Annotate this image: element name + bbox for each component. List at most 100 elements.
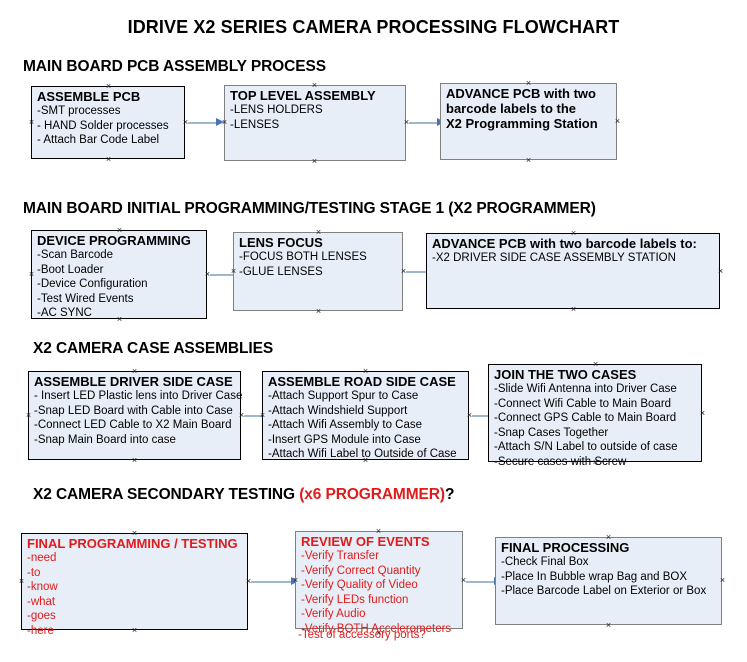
connection-handle[interactable]: [116, 316, 123, 323]
arrow-shaft: [244, 414, 264, 417]
page-title: IDRIVE X2 SERIES CAMERA PROCESSING FLOWC…: [127, 17, 620, 37]
box-line: -Attach Windshield Support: [268, 404, 408, 417]
box-line: -LENSES: [230, 118, 280, 131]
box-line: -to: [27, 566, 41, 579]
section-heading-2-text: MAIN BOARD INITIAL PROGRAMMING/TESTING S…: [23, 200, 596, 217]
connection-handle[interactable]: [605, 622, 612, 629]
box-lens-focus[interactable]: LENS FOCUS -FOCUS BOTH LENSES -GLUE LENS…: [233, 232, 403, 311]
box-line: -LENS HOLDERS: [230, 104, 323, 116]
connection-handle[interactable]: [131, 368, 138, 375]
arrow-shaft: [406, 270, 430, 273]
arrow-pcb-to-top-level: [188, 118, 224, 127]
box-final-processing[interactable]: FINAL PROCESSING -Check Final Box -Place…: [495, 537, 722, 625]
connection-handle[interactable]: [25, 412, 32, 419]
section-heading-3-text: X2 CAMERA CASE ASSEMBLIES: [33, 340, 274, 357]
connection-handle[interactable]: [28, 271, 35, 278]
box-line: - Insert LED Plastic lens into Driver Ca…: [34, 390, 243, 402]
section-heading-4-suffix-black: ?: [444, 486, 455, 503]
box-line: -Connect LED Cable to X2 Main Board: [34, 419, 232, 431]
section-heading-3: X2 CAMERA CASE ASSEMBLIES: [33, 340, 273, 358]
connection-handle[interactable]: [315, 308, 322, 315]
connection-handle[interactable]: [362, 368, 369, 375]
box-title: TOP LEVEL ASSEMBLY: [230, 88, 376, 103]
connection-handle[interactable]: [570, 230, 577, 237]
box-line: -Snap Main Board into case: [34, 433, 176, 446]
arrow-shaft: [409, 121, 437, 124]
connection-handle[interactable]: [131, 530, 138, 537]
connection-handle[interactable]: [131, 457, 138, 464]
connection-handle[interactable]: [525, 157, 532, 164]
box-line: -need: [27, 552, 57, 564]
box-title: FINAL PROGRAMMING / TESTING: [27, 536, 238, 551]
connection-handle[interactable]: [116, 227, 123, 234]
connection-handle[interactable]: [105, 83, 112, 90]
box-line: - HAND Solder processes: [37, 119, 169, 132]
connection-handle[interactable]: [131, 627, 138, 634]
section-heading-4-suffix-red: (x6 PROGRAMMER): [299, 486, 445, 503]
box-line: -Place In Bubble wrap Bag and BOX: [501, 570, 688, 583]
connection-handle[interactable]: [230, 268, 237, 275]
box-line: -know: [27, 581, 58, 593]
section-heading-2: MAIN BOARD INITIAL PROGRAMMING/TESTING S…: [23, 200, 596, 218]
box-line: -Attach Wifi Label to Outside of Case: [268, 448, 457, 460]
connection-handle[interactable]: [375, 528, 382, 535]
connection-handle[interactable]: [221, 119, 228, 126]
arrow-shaft: [466, 580, 494, 583]
box-advance-pcb-case-assembly-station[interactable]: ADVANCE PCB with two barcode labels to: …: [426, 233, 720, 309]
box-title: DEVICE PROGRAMMING: [37, 233, 191, 248]
connection-handle[interactable]: [375, 630, 382, 637]
connection-handle[interactable]: [315, 229, 322, 236]
connection-handle[interactable]: [311, 158, 318, 165]
box-title: ASSEMBLE PCB: [37, 89, 141, 104]
box-title: JOIN THE TWO CASES: [494, 367, 637, 382]
box-final-programming-testing[interactable]: FINAL PROGRAMMING / TESTING -need -to -k…: [21, 533, 248, 637]
arrow-shaft: [210, 273, 234, 276]
connection-handle[interactable]: [311, 82, 318, 89]
box-line: -Verify Quality of Video: [301, 579, 418, 591]
box-line: - Attach Bar Code Label: [37, 134, 160, 146]
box-line: -Connect Wifi Cable to Main Board: [494, 397, 672, 410]
connection-handle[interactable]: [105, 156, 112, 163]
connection-handle[interactable]: [259, 412, 266, 419]
connection-handle[interactable]: [614, 118, 621, 125]
connection-handle[interactable]: [719, 577, 726, 584]
section-heading-1: MAIN BOARD PCB ASSEMBLY PROCESS: [23, 58, 326, 76]
connection-handle[interactable]: [570, 306, 577, 313]
box-line: -Attach Support Spur to Case: [268, 390, 419, 402]
box-line: -Connect GPS Cable to Main Board: [494, 412, 677, 424]
connection-handle[interactable]: [699, 410, 706, 417]
box-assemble-driver-side-case[interactable]: ASSEMBLE DRIVER SIDE CASE - Insert LED P…: [28, 371, 243, 460]
box-line: -Check Final Box: [501, 556, 589, 568]
box-assemble-road-side-case[interactable]: ASSEMBLE ROAD SIDE CASE -Attach Support …: [262, 371, 469, 460]
connection-handle[interactable]: [525, 80, 532, 87]
box-line: -FOCUS BOTH LENSES: [239, 251, 367, 263]
box-title: FINAL PROCESSING: [501, 540, 630, 555]
box-review-of-events[interactable]: REVIEW OF EVENTS -Verify Transfer -Verif…: [295, 531, 463, 635]
box-line: barcode labels to the: [446, 101, 577, 116]
box-line: -SMT processes: [37, 105, 121, 117]
box-top-level-assembly[interactable]: TOP LEVEL ASSEMBLY -LENS HOLDERS -LENSES: [224, 85, 406, 161]
box-line: -here: [27, 624, 54, 637]
connection-handle[interactable]: [28, 119, 35, 126]
connection-handle[interactable]: [605, 534, 612, 541]
box-line: -Snap LED Board with Cable into Case: [34, 404, 233, 417]
connection-handle[interactable]: [592, 361, 599, 368]
box-title: ASSEMBLE ROAD SIDE CASE: [268, 374, 456, 389]
box-advance-pcb-programming-station[interactable]: ADVANCE PCB with two barcode labels to t…: [440, 83, 617, 160]
box-line: -X2 DRIVER SIDE CASE ASSEMBLY STATION: [432, 252, 676, 264]
connection-handle[interactable]: [18, 578, 25, 585]
section-heading-1-text: MAIN BOARD PCB ASSEMBLY PROCESS: [23, 58, 326, 75]
connection-handle[interactable]: [717, 268, 724, 275]
connection-handle[interactable]: [292, 577, 299, 584]
box-device-programming[interactable]: DEVICE PROGRAMMING -Scan Barcode -Boot L…: [31, 230, 207, 319]
box-assemble-pcb[interactable]: ASSEMBLE PCB -SMT processes - HAND Solde…: [31, 86, 185, 159]
box-join-the-two-cases[interactable]: JOIN THE TWO CASES -Slide Wifi Antenna i…: [488, 364, 702, 468]
connection-handle[interactable]: [362, 457, 369, 464]
arrow-head: [216, 118, 224, 126]
connection-handle[interactable]: [592, 459, 599, 466]
arrow-shaft: [251, 580, 291, 583]
box-line: -Slide Wifi Antenna into Driver Case: [494, 383, 677, 395]
box-review-overflow-line: -Test of accessory ports?: [298, 629, 426, 641]
box-line: -Verify Audio: [301, 608, 366, 620]
